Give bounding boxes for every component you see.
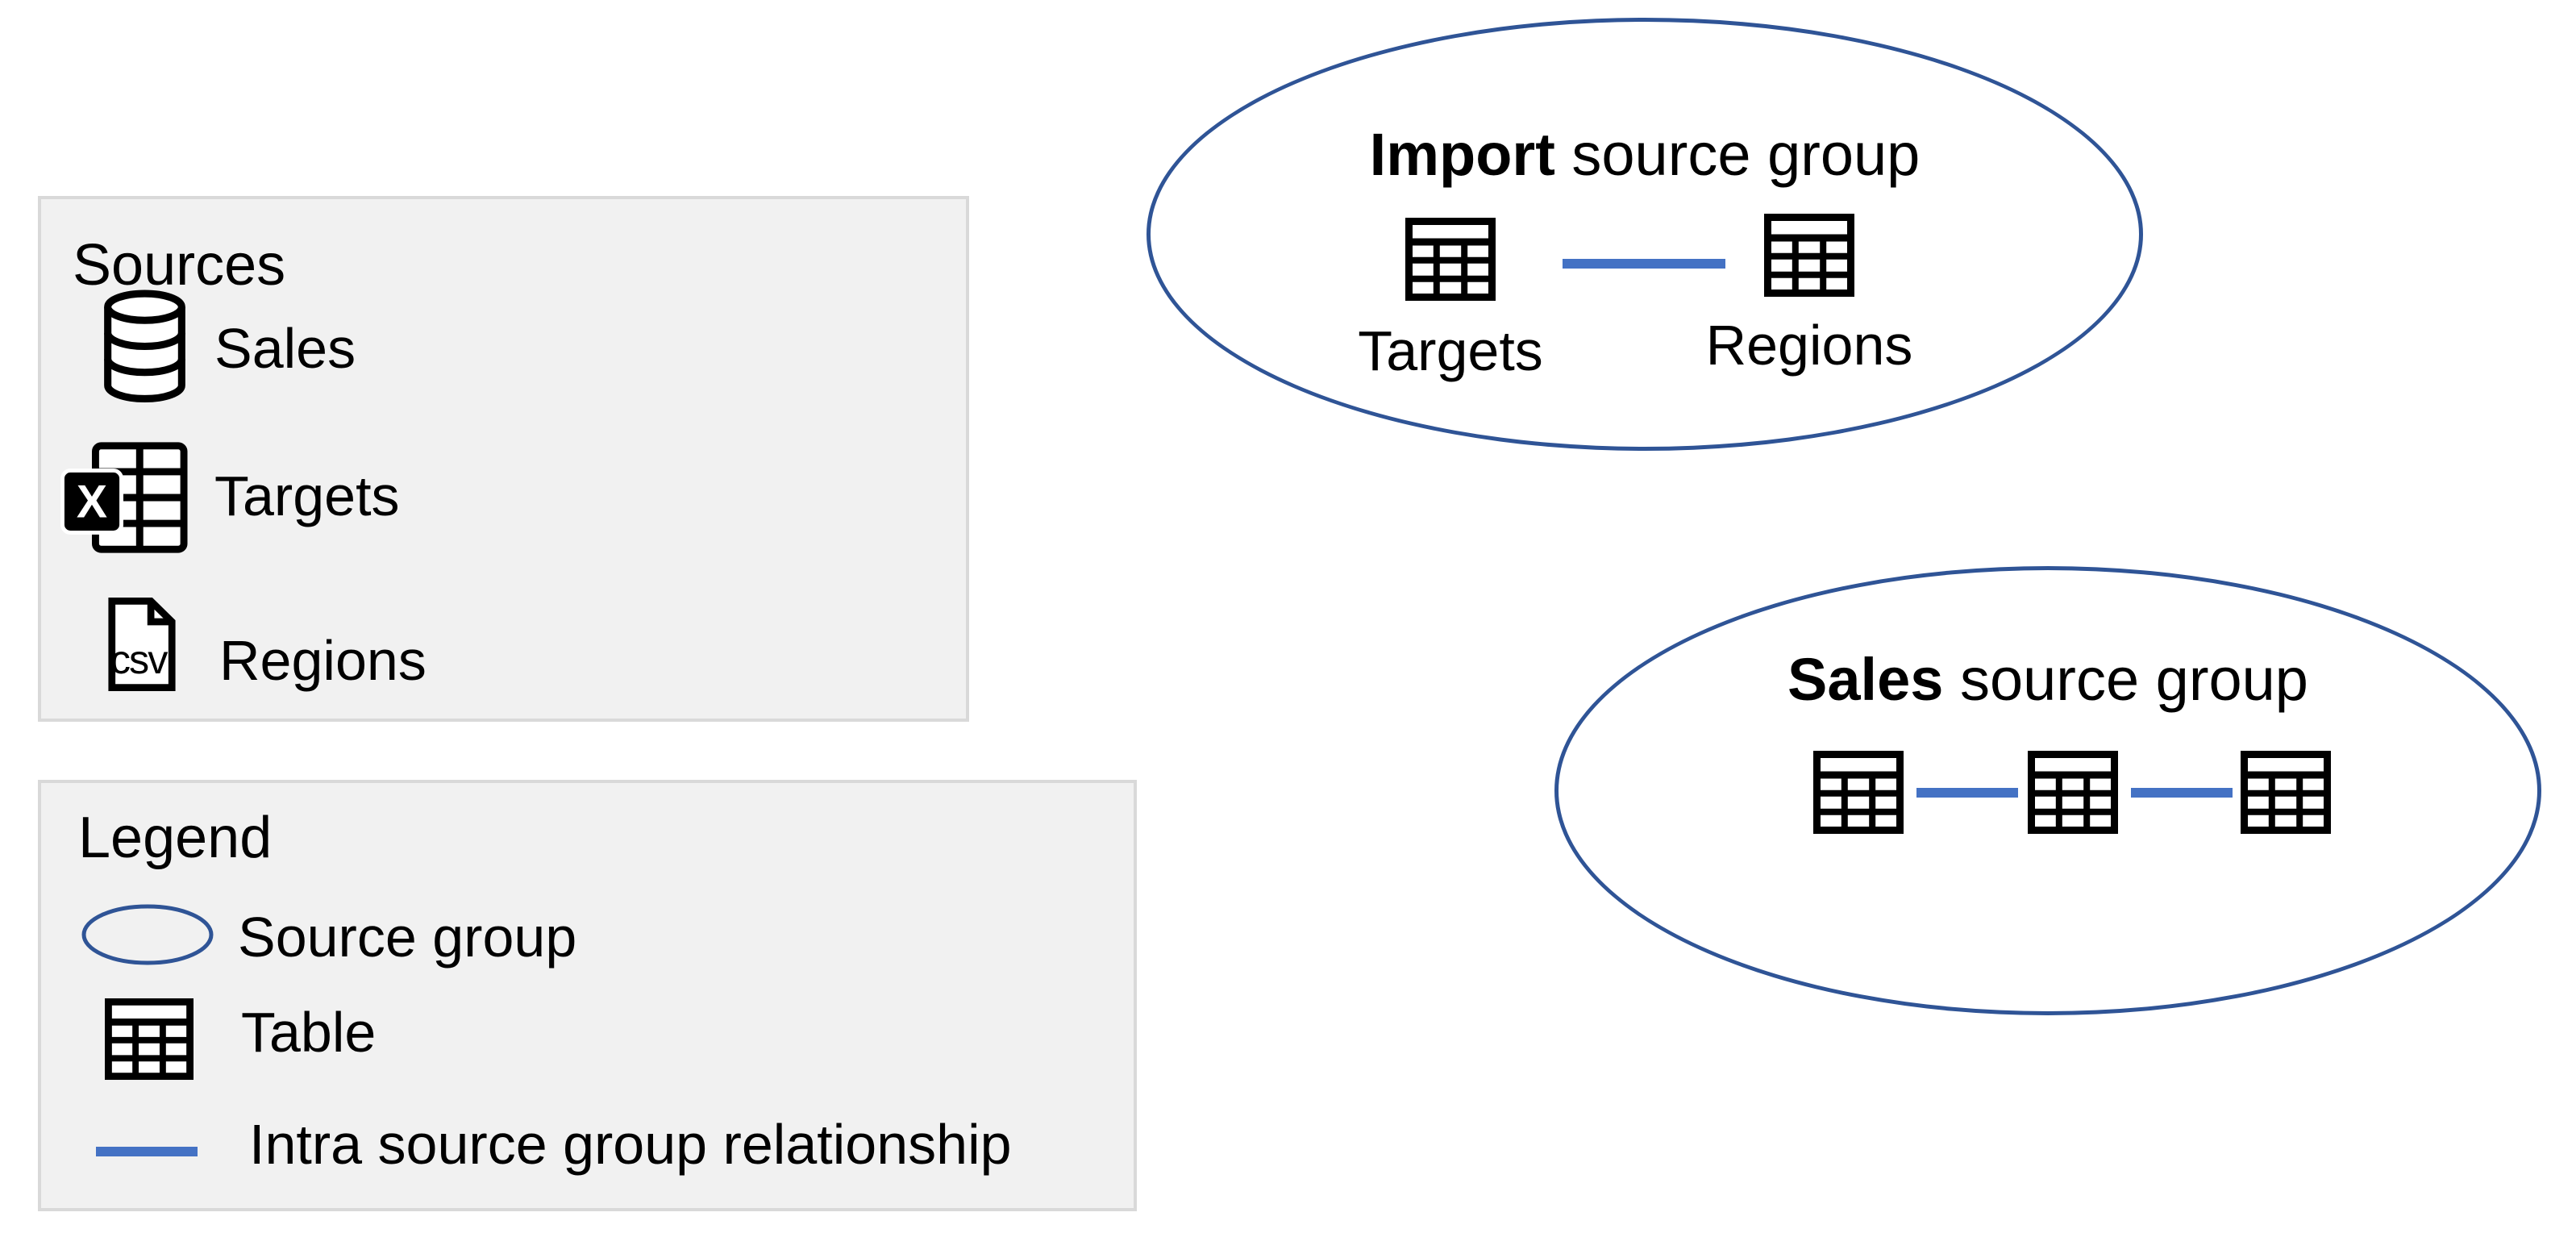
relationship-line-icon (96, 1147, 198, 1156)
import-table-targets-label: Targets (1358, 319, 1543, 382)
excel-workbook-icon: X (60, 442, 188, 553)
legend-item-source-group-label: Source group (238, 906, 577, 969)
sources-panel: Sources Sales X Targets csv Regions (38, 196, 969, 722)
intra-source-group-relationship-line (1916, 788, 2018, 798)
table-icon-targets (1405, 218, 1496, 301)
sources-panel-title: Sources (73, 233, 286, 298)
legend-panel-title: Legend (78, 806, 273, 870)
table-icon (1813, 751, 1904, 834)
legend-item-relationship-label: Intra source group relationship (249, 1113, 1012, 1176)
table-icon (2028, 751, 2118, 834)
import-source-group-title-bold: Import (1369, 121, 1555, 188)
import-table-regions-label: Regions (1705, 314, 1913, 377)
source-item-sales-label: Sales (214, 317, 356, 380)
source-group-ellipse-icon (81, 904, 214, 965)
table-icon-regions (1764, 214, 1854, 297)
intra-source-group-relationship-line (1563, 259, 1725, 269)
legend-item-table-label: Table (241, 1001, 377, 1064)
source-item-regions-label: Regions (219, 629, 427, 692)
database-icon (104, 290, 185, 402)
sales-source-group: Sales source group (1554, 566, 2541, 1015)
import-source-group: Import source group Targets Regions (1147, 18, 2143, 451)
excel-x-letter: X (77, 477, 107, 528)
intra-source-group-relationship-line (2131, 788, 2233, 798)
sales-source-group-title-bold: Sales (1787, 646, 1944, 713)
csv-text: csv (110, 637, 168, 682)
sales-source-group-title: Sales source group (1559, 650, 2537, 710)
source-item-targets-label: Targets (214, 465, 400, 527)
csv-file-icon: csv (108, 598, 176, 691)
import-source-group-title-rest: source group (1554, 121, 1921, 188)
legend-panel: Legend Source group Table Intra source g… (38, 780, 1137, 1211)
import-source-group-title: Import source group (1151, 125, 2139, 185)
table-icon (105, 998, 194, 1081)
table-icon (2241, 751, 2331, 834)
sales-source-group-title-rest: source group (1943, 646, 2308, 713)
